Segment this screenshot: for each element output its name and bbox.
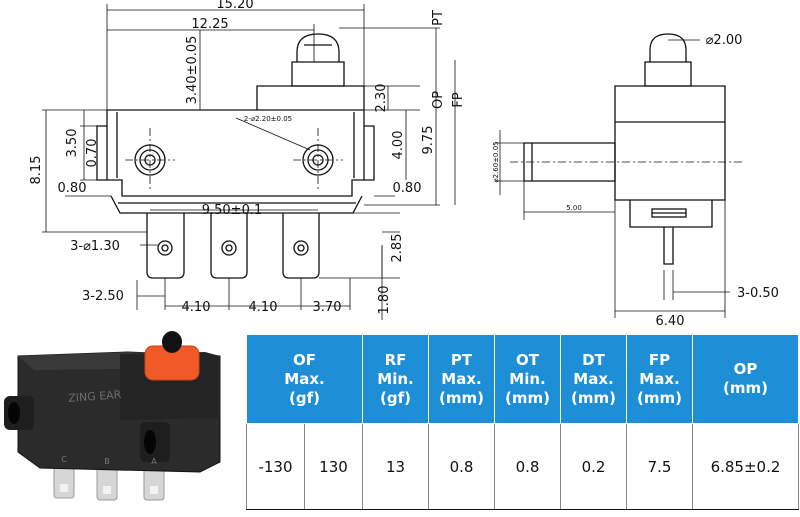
cell-dt: 0.2 — [560, 423, 627, 510]
dim-overall-width: 6.40 — [656, 314, 685, 329]
technical-drawing: 15.20 12.25 3.40±0.05 PT OP FP 2.30 9.75… — [29, 0, 779, 329]
photo-terminal-mark-c: C — [61, 455, 67, 464]
dim-terminal-width: 3-2.50 — [82, 289, 124, 304]
front-dimension-lines — [42, 4, 456, 320]
cell-of-min: -130 — [246, 423, 305, 510]
dim-terminal-base: 1.80 — [377, 286, 392, 315]
dim-fp-label: FP — [451, 92, 466, 107]
dim-overall-length: 15.20 — [216, 0, 253, 12]
dim-actuator-dia: ⌀2.00 — [706, 33, 743, 48]
cell-op: 6.85±0.2 — [692, 423, 799, 510]
front-view-outline — [96, 33, 375, 214]
dim-terminal-hole: 3-⌀1.30 — [70, 239, 120, 254]
photo-terminal-mark-a: A — [151, 457, 157, 466]
cell-ot: 0.8 — [494, 423, 561, 510]
dim-pin-dia: ⌀2.60±0.05 — [492, 141, 500, 182]
dim-pt-label: PT — [431, 10, 446, 26]
header-op: OP(mm) — [692, 334, 799, 424]
photo-brand-text: ZING EAR — [68, 388, 122, 405]
side-dimension-lines — [495, 39, 730, 318]
dim-left-height-total: 8.15 — [29, 156, 44, 185]
cell-rf: 13 — [362, 423, 429, 510]
dim-actuator-offset: 3.40±0.05 — [185, 36, 200, 105]
dim-right-lower: 0.80 — [393, 181, 422, 196]
dim-hole-pitch: 9.50±0.1 — [202, 203, 263, 218]
dim-terminal-pitch-3: 3.70 — [313, 300, 342, 315]
dim-terminal-pitch-2: 4.10 — [249, 300, 278, 315]
photo-terminals — [53, 461, 165, 501]
dim-height-mid: 4.00 — [391, 131, 406, 160]
center-lines — [125, 128, 343, 192]
spec-table-row: -130 130 13 0.8 0.8 0.2 7.5 6.85±0.2 — [246, 423, 799, 510]
dim-height-top: 2.30 — [374, 84, 389, 113]
dim-left-lower: 0.80 — [58, 181, 87, 196]
terminals — [146, 213, 320, 279]
dim-pin-length: 5.00 — [566, 204, 582, 212]
dim-hole-spec: 2-⌀2.20±0.05 — [244, 115, 292, 123]
side-view-outline — [523, 33, 726, 265]
dim-left-upper: 3.50 — [65, 129, 80, 158]
dim-terminal-length: 2.85 — [390, 234, 405, 263]
photo-actuator — [144, 331, 200, 381]
dim-height-full: 9.75 — [421, 126, 436, 155]
cell-pt: 0.8 — [428, 423, 495, 510]
product-photo: ZING EAR C B A — [4, 331, 221, 501]
dim-terminal-thickness: 3-0.50 — [737, 286, 779, 301]
photo-terminal-mark-b: B — [104, 457, 110, 466]
cell-fp: 7.5 — [626, 423, 693, 510]
dim-body-length: 12.25 — [191, 17, 228, 32]
cell-of-max: 130 — [304, 423, 363, 510]
dim-op-label: OP — [431, 91, 446, 109]
dim-terminal-pitch-1: 4.10 — [182, 300, 211, 315]
dim-left-inner: 0.70 — [85, 139, 100, 168]
